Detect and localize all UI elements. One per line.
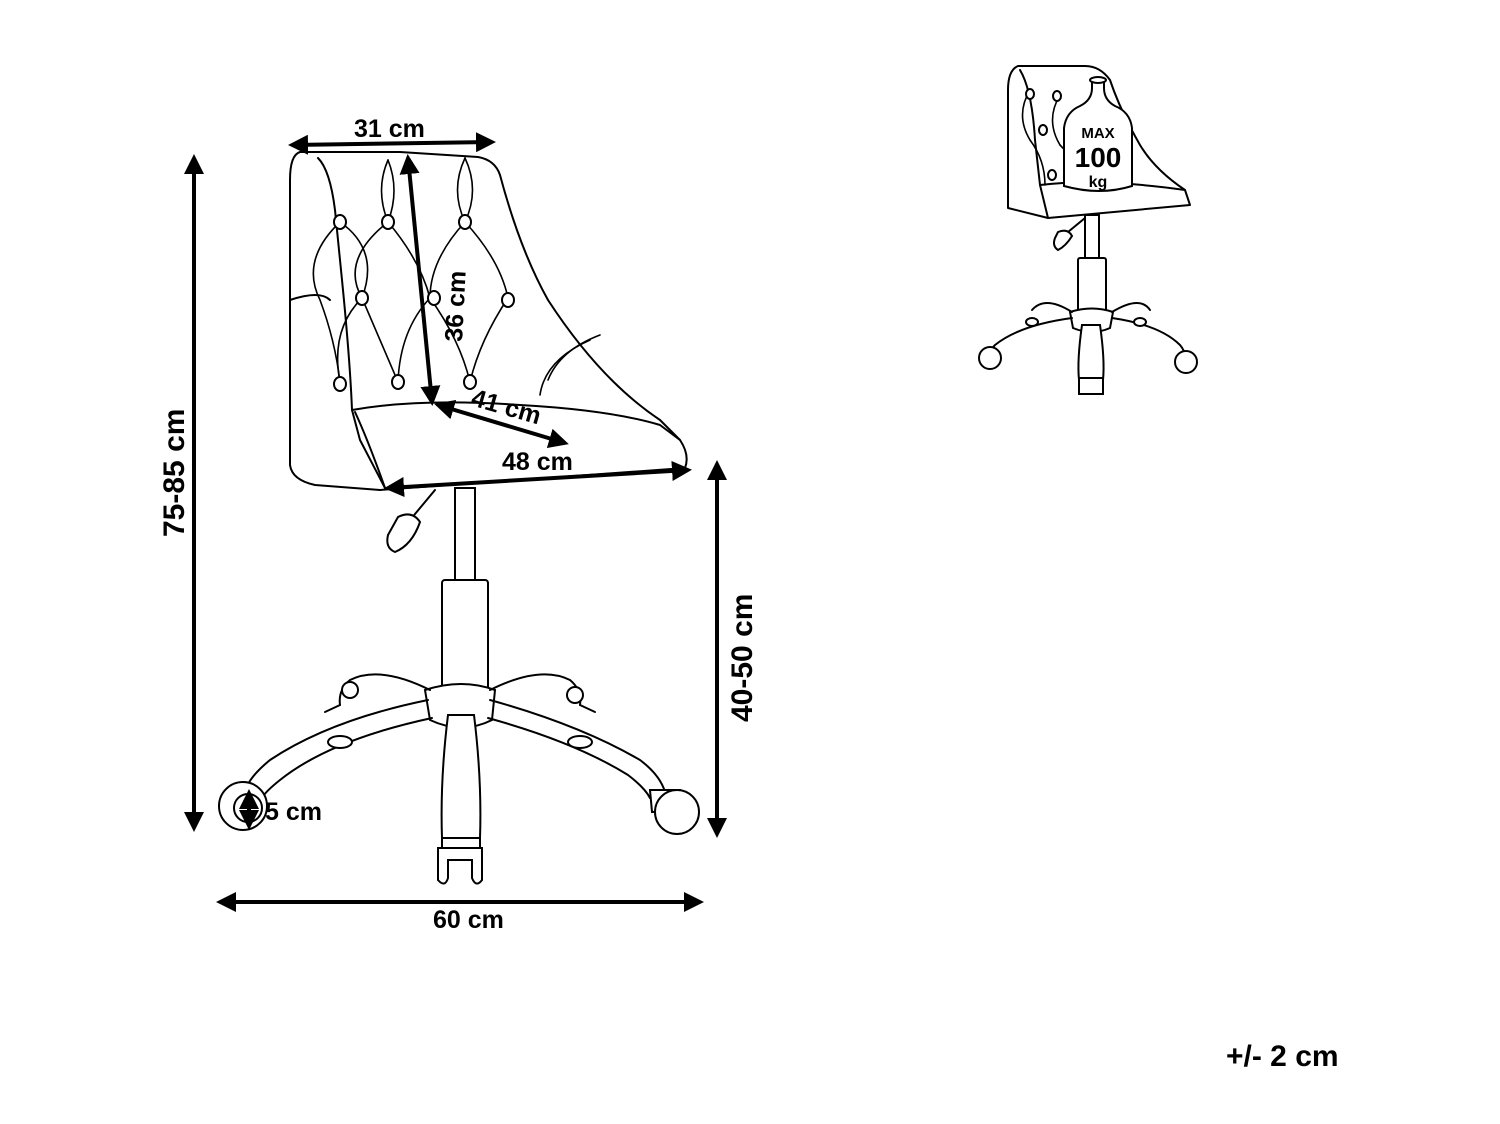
backrest-width-label: 31 cm <box>354 115 425 143</box>
tolerance-note: +/- 2 cm <box>1226 1040 1339 1073</box>
total-height-label: 75-85 cm <box>158 409 191 537</box>
main-chair-drawing <box>218 151 700 885</box>
seat-depth-label: 41 cm <box>468 384 544 430</box>
seat-height-label: 40-50 cm <box>726 594 759 722</box>
seat-depth-arrow <box>434 400 569 448</box>
base-width-label: 60 cm <box>433 906 504 934</box>
dimension-arrows <box>184 132 727 912</box>
weight-max-label: MAX <box>1081 125 1114 142</box>
weight-icon <box>1063 79 1133 192</box>
weight-value-label: 100 <box>1075 142 1122 173</box>
load-capacity-drawing <box>978 65 1198 395</box>
backrest-height-arrow <box>399 154 441 406</box>
seat-width-arrow <box>384 460 692 498</box>
wheel-diameter-label: 5 cm <box>265 798 322 826</box>
seat-width-label: 48 cm <box>502 448 573 476</box>
backrest-height-label: 36 cm <box>440 270 472 342</box>
backrest-width-arrow <box>288 132 496 155</box>
weight-unit-label: kg <box>1089 174 1108 191</box>
